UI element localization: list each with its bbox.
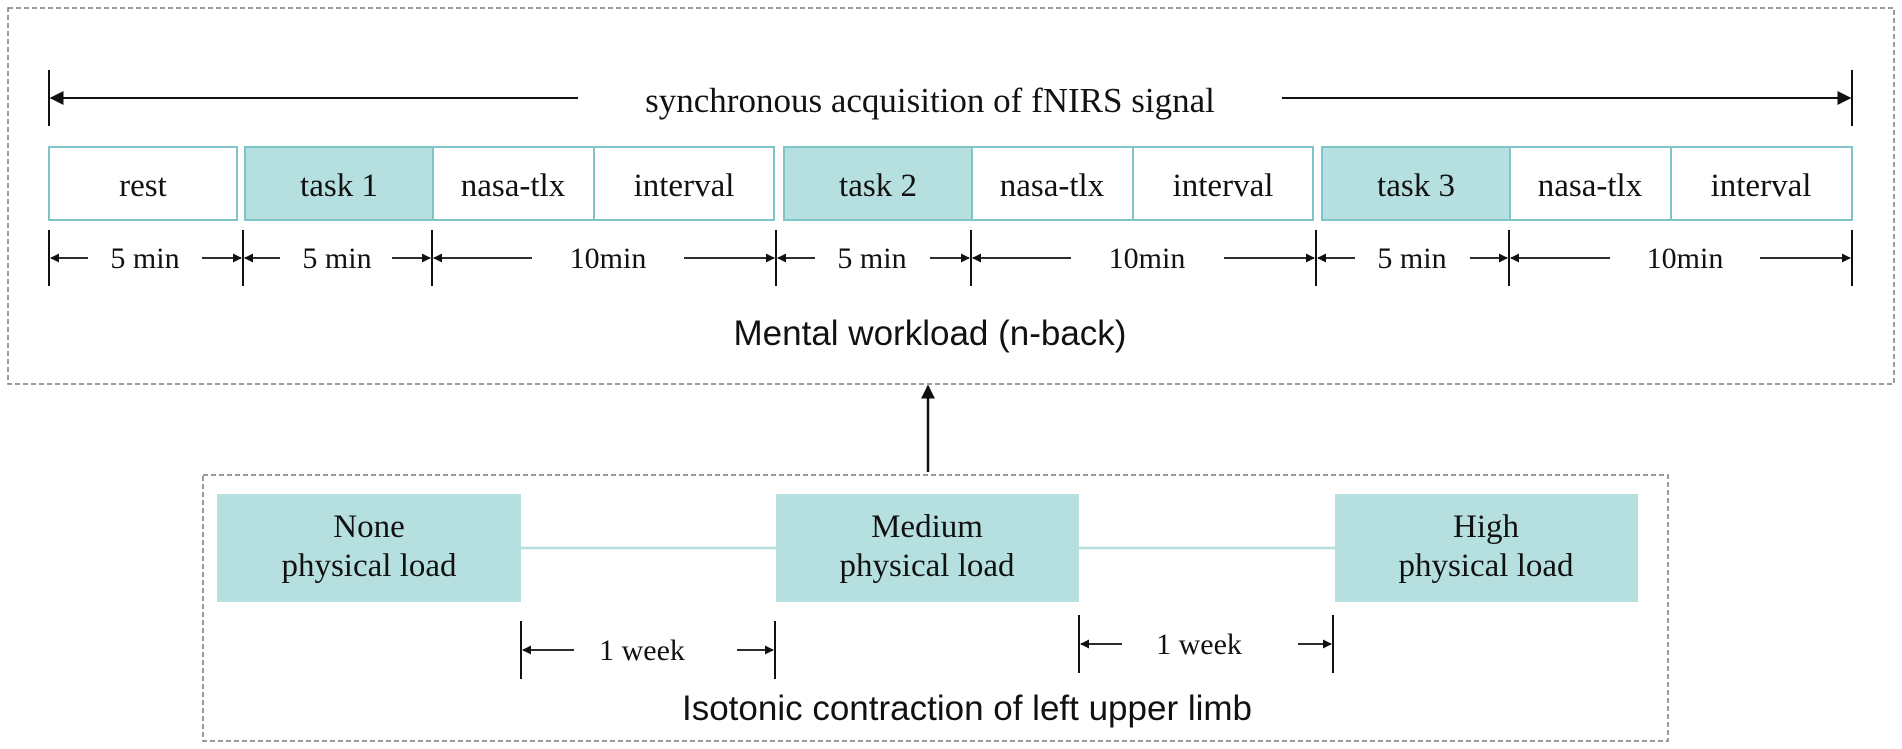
load-box-line1: High [1453,509,1520,545]
load-box-line2: physical load [839,548,1015,584]
block-rect [783,146,973,221]
duration-block-3: 10min [1510,242,1851,275]
acquisition-span: synchronous acquisition of fNIRS signal [48,70,1853,126]
load-box-rect [776,494,1079,602]
block-label: rest [119,168,167,204]
duration-label: 10min [1109,242,1186,275]
duration-task-3: 5 min [1317,242,1508,275]
duration-ticks [48,230,1853,286]
block-rect [244,146,434,221]
timeline-block-interval-3: interval [1670,146,1853,221]
duration-task-2: 5 min [777,242,970,275]
acquisition-label: synchronous acquisition of fNIRS signal [645,81,1215,120]
block-rect [1132,146,1314,221]
load-box-rect [217,494,521,602]
load-box-line1: None [333,509,404,545]
block-label: interval [1711,168,1812,204]
timeline-block-nasa-tlx-1: nasa-tlx [432,146,595,221]
block-label: task 1 [300,168,378,204]
duration-rest: 5 min [50,242,242,275]
block-label: interval [634,168,735,204]
load-box-line1: Medium [871,509,983,545]
duration-label: 5 min [302,242,371,275]
physical-load-title: Isotonic contraction of left upper limb [682,689,1252,728]
load-box-none: None physical load [217,494,521,602]
block-rect [432,146,595,221]
mental-workload-frame [7,7,1895,385]
duration-label: 5 min [837,242,906,275]
week-label: 1 week [599,634,685,667]
physical-load-frame [202,474,1669,742]
load-box-line2: physical load [1398,548,1574,584]
duration-label: 5 min [110,242,179,275]
block-rect [593,146,775,221]
load-box-rect [1335,494,1638,602]
block-rect [1670,146,1853,221]
timeline-block-task-1: task 1 [244,146,434,221]
block-label: nasa-tlx [461,168,566,204]
week-label: 1 week [1156,628,1242,661]
timeline-block-interval-1: interval [593,146,775,221]
duration-label: 10min [570,242,647,275]
block-label: interval [1173,168,1274,204]
timeline-blocks: rest task 1 nasa-tlx interval task 2 nas… [48,146,1853,221]
block-label: task 3 [1377,168,1455,204]
load-box-line2: physical load [281,548,457,584]
timeline-block-nasa-tlx-3: nasa-tlx [1509,146,1672,221]
week-gap-1: 1 week [520,621,776,679]
block-rect [1509,146,1672,221]
mental-workload-title: Mental workload (n-back) [734,314,1127,353]
week-gap-2: 1 week [1078,615,1334,673]
block-label: nasa-tlx [1000,168,1105,204]
duration-label: 10min [1647,242,1724,275]
duration-label: 5 min [1377,242,1446,275]
block-rect [48,146,238,221]
timeline-block-interval-2: interval [1132,146,1314,221]
timeline-block-rest: rest [48,146,238,221]
timeline-block-task-2: task 2 [783,146,973,221]
duration-block-2: 10min [972,242,1315,275]
load-box-high: High physical load [1335,494,1638,602]
timeline-block-task-3: task 3 [1321,146,1511,221]
timeline-block-nasa-tlx-2: nasa-tlx [971,146,1134,221]
load-box-medium: Medium physical load [776,494,1079,602]
block-label: task 2 [839,168,917,204]
block-label: nasa-tlx [1538,168,1643,204]
duration-task-1: 5 min [244,242,431,275]
duration-block-1: 10min [433,242,775,275]
